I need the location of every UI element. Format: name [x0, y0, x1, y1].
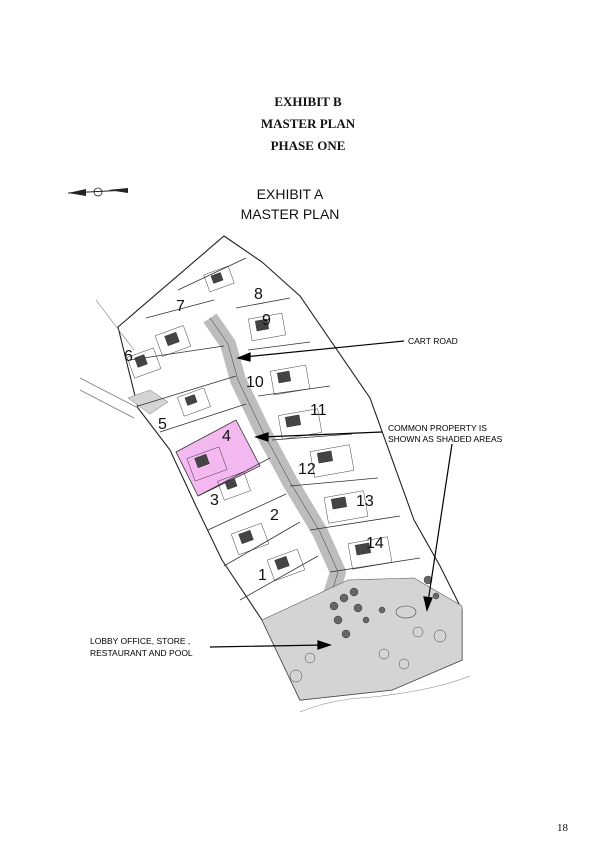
- inner-exhibit-title: EXHIBIT A: [256, 186, 324, 202]
- common-area: [261, 577, 463, 701]
- plot-number: 5: [158, 416, 167, 433]
- cart-road-label: CART ROAD: [408, 336, 458, 346]
- phase-title: PHASE ONE: [270, 138, 346, 153]
- common-property-label-line1: COMMON PROPERTY IS: [388, 423, 487, 433]
- plot-number: 8: [254, 286, 263, 303]
- lobby-label-line1: LOBBY OFFICE, STORE ,: [90, 636, 191, 646]
- plot-number: 1: [258, 567, 267, 584]
- inner-master-plan-title: MASTER PLAN: [240, 206, 340, 222]
- exhibit-title: EXHIBIT B: [274, 94, 342, 109]
- lobby-label-line2: RESTAURANT AND POOL: [90, 648, 193, 658]
- plot-number: 12: [298, 461, 316, 478]
- plot-number: 9: [262, 312, 271, 329]
- plot-number: 10: [246, 374, 264, 391]
- page-number: 18: [557, 822, 568, 834]
- master-plan-title: MASTER PLAN: [260, 116, 356, 131]
- plot-number: 2: [270, 507, 279, 524]
- north-arrow-icon: [67, 187, 129, 197]
- plot-number: 11: [310, 402, 327, 419]
- plot-number: 7: [176, 298, 185, 315]
- common-property-label-line2: SHOWN AS SHADED AREAS: [388, 434, 503, 444]
- plot-number: 13: [356, 493, 374, 510]
- plot-number: 3: [210, 492, 219, 509]
- plot-number: 4: [222, 428, 231, 445]
- plot-4-highlight: [175, 419, 261, 497]
- plot-number: 6: [124, 348, 133, 365]
- plot-number: 14: [366, 535, 384, 552]
